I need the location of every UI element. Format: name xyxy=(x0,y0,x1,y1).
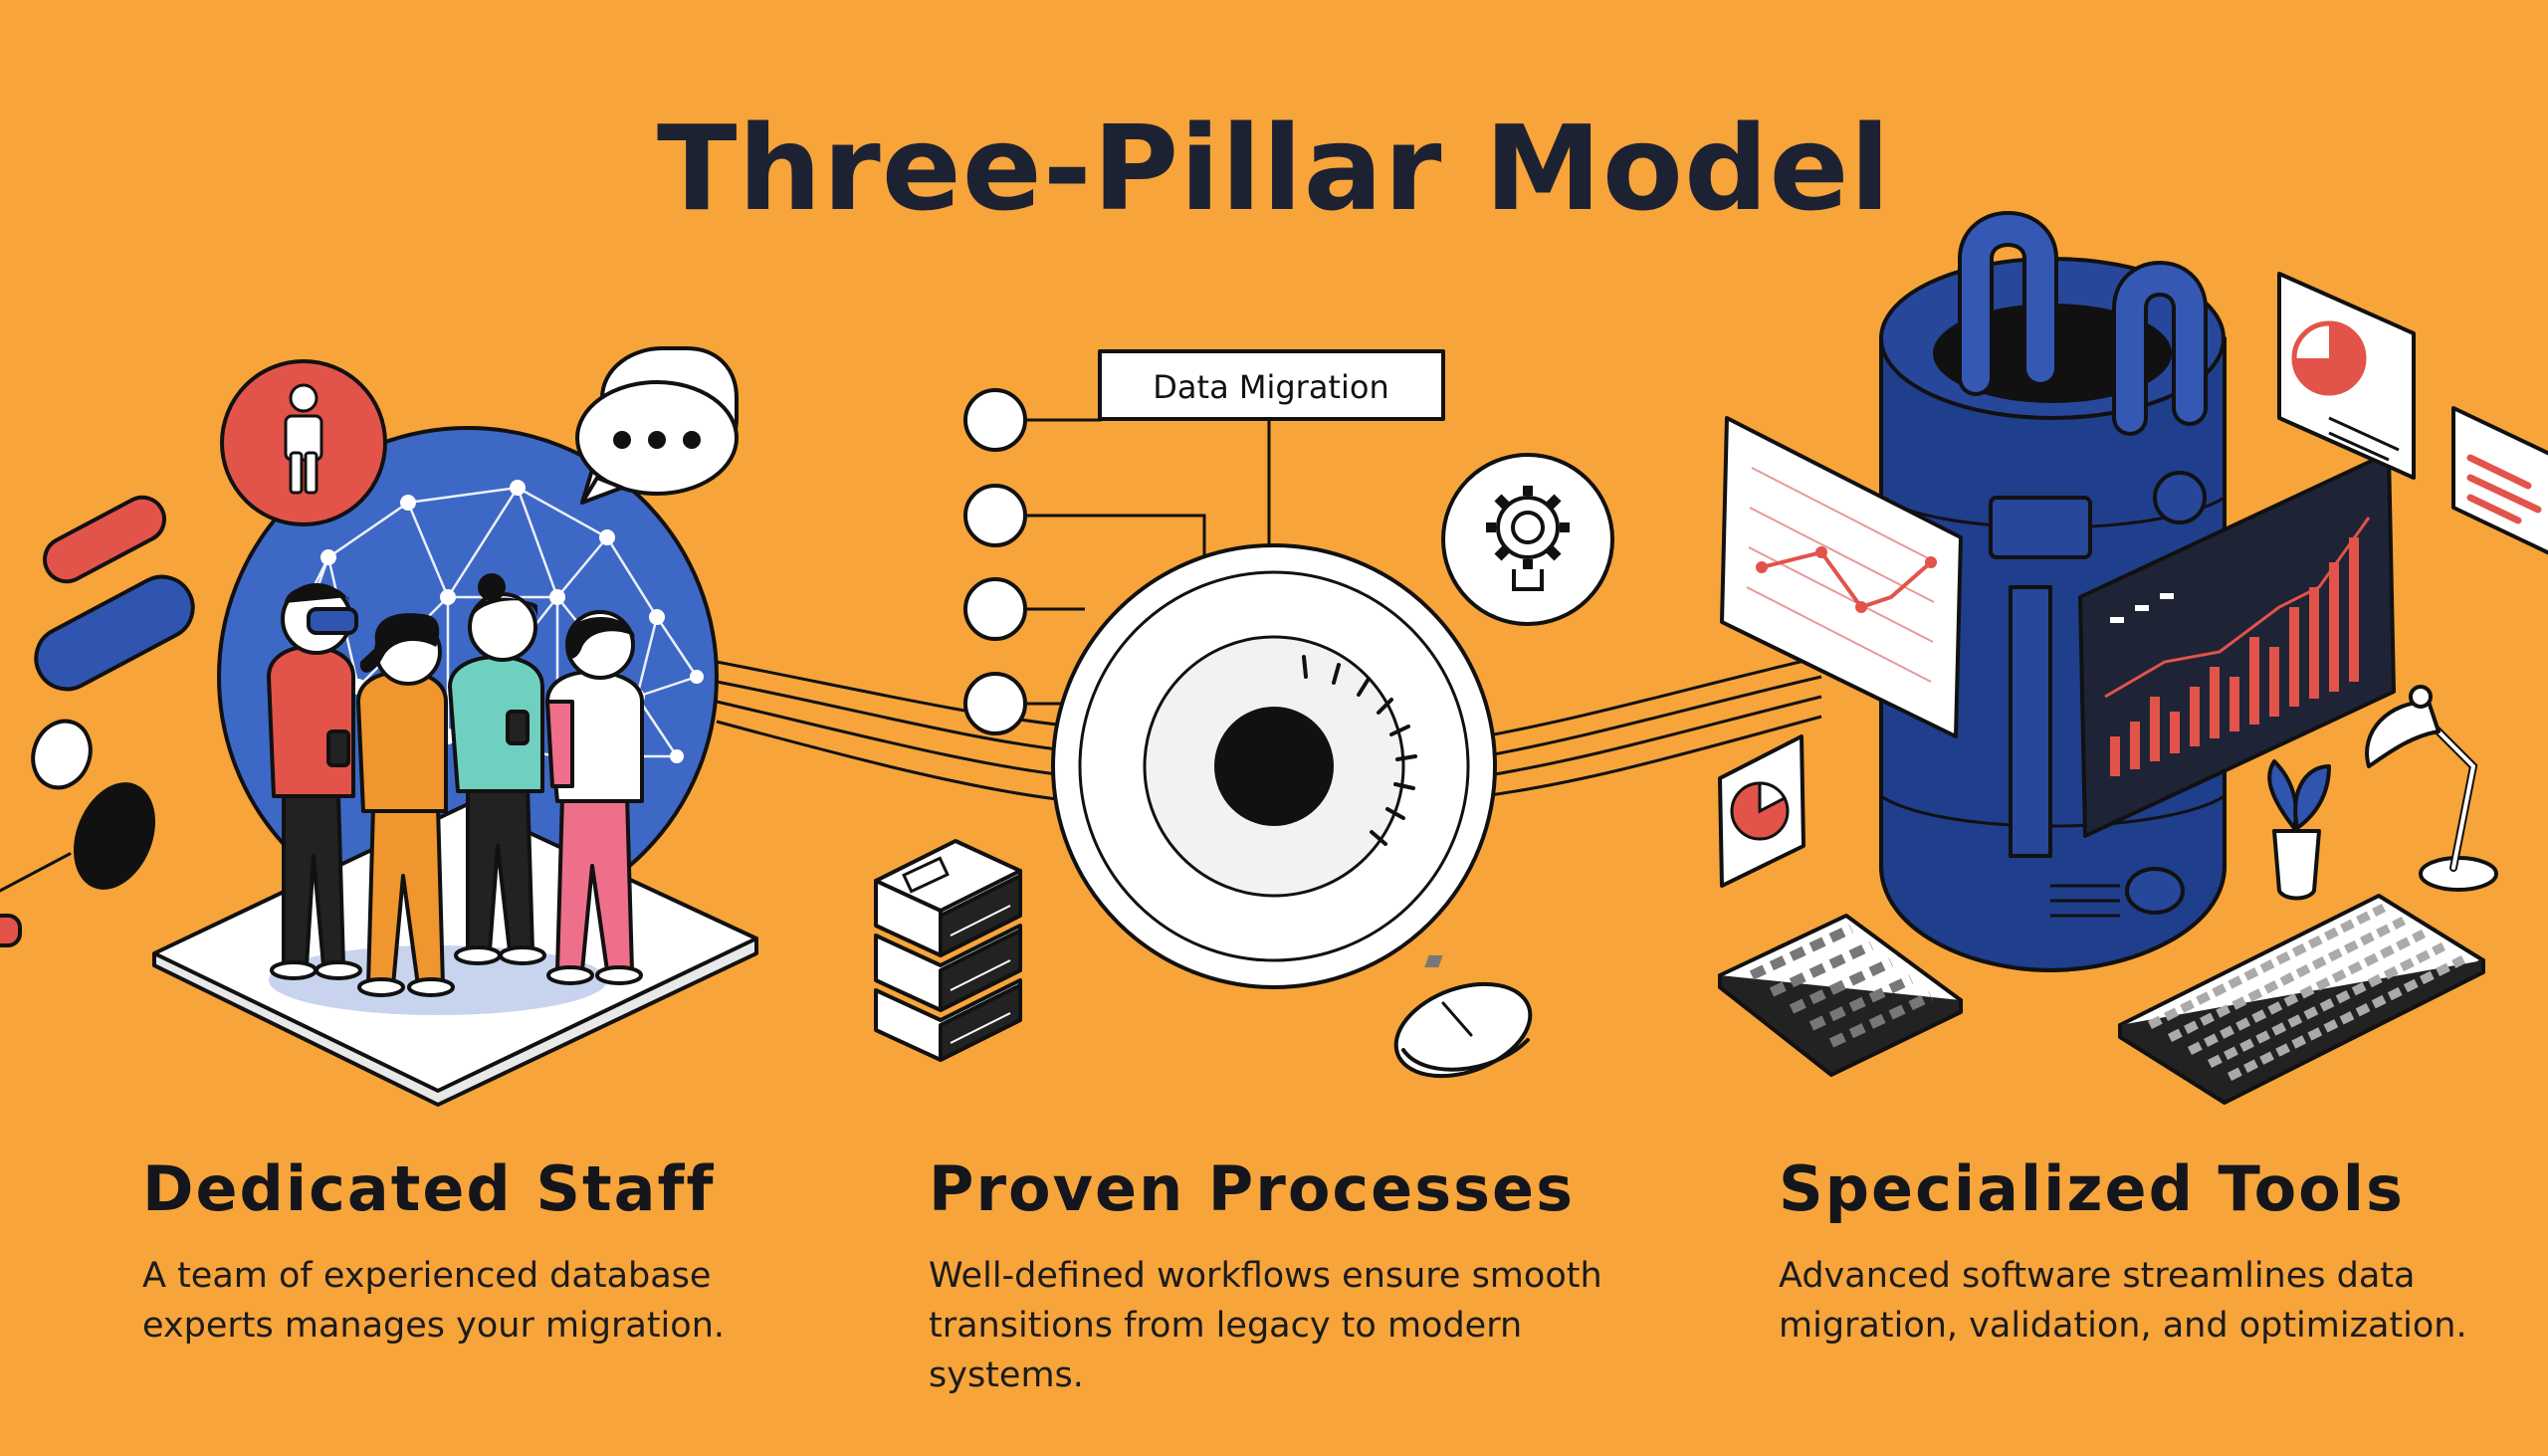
team-people xyxy=(267,573,644,997)
speech-bubble-icon xyxy=(575,346,739,505)
pillar-heading: Proven Processes xyxy=(929,1152,1575,1225)
pillar-dedicated-staff: Dedicated Staff A team of experienced da… xyxy=(142,1152,859,1351)
mouse-icon xyxy=(1393,981,1533,1079)
decorative-pills xyxy=(0,495,195,947)
side-report-card xyxy=(2451,406,2548,555)
pillar-specialized-tools: Specialized Tools Advanced software stre… xyxy=(1779,1152,2495,1351)
small-pie-chart-icon xyxy=(1718,734,1805,888)
gear-icon xyxy=(1441,453,1614,626)
connection-wires xyxy=(716,655,1822,803)
process-flow: Data Migration xyxy=(963,349,1445,735)
server-rack-icon xyxy=(874,839,1022,1062)
pie-chart-icon xyxy=(2277,272,2416,480)
keyboard-icon xyxy=(2118,894,2485,1105)
line-chart-icon xyxy=(1720,416,1963,738)
dial-ticks xyxy=(1302,655,1417,846)
plant-icon xyxy=(2267,759,2331,901)
pillar-heading: Dedicated Staff xyxy=(142,1152,716,1225)
keypad-icon xyxy=(1424,914,1963,1077)
process-dial xyxy=(1051,543,1497,989)
person-icon xyxy=(220,359,387,526)
page-title: Three-Pillar Model xyxy=(657,100,1891,237)
data-migration-label: Data Migration xyxy=(1153,368,1388,406)
pillar-proven-processes: Proven Processes Well-defined workflows … xyxy=(929,1152,1645,1400)
desk-lamp-icon xyxy=(2365,685,2498,892)
bar-chart-icon xyxy=(2078,451,2396,838)
pillar-heading: Specialized Tools xyxy=(1779,1152,2405,1225)
